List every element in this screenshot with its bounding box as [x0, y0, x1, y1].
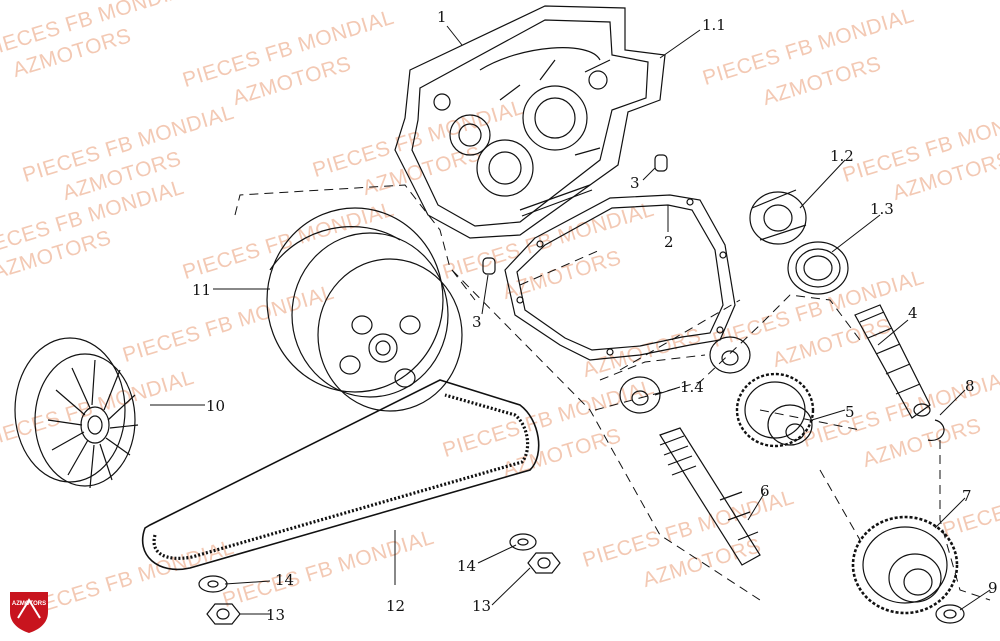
part-2-gasket [504, 194, 736, 361]
azmotors-logo [10, 592, 48, 633]
part-1-4-bearings [619, 336, 751, 414]
callout-part-6: 6 [760, 482, 770, 500]
callout-part-14-right: 14 [457, 557, 477, 575]
part-9-washer [935, 604, 965, 624]
logo-text: AZMOTORS [11, 601, 47, 607]
part-1-3-oil-seal [787, 241, 849, 295]
callout-part-1-2: 1.2 [830, 147, 854, 165]
callout-part-1-4: 1.4 [680, 378, 704, 396]
part-1-crankcase-cover [394, 5, 666, 239]
part-11-clutch-bell [266, 207, 463, 412]
callout-part-1-1: 1.1 [702, 16, 726, 34]
part-7-driven-gear [851, 515, 959, 615]
callout-part-1-3: 1.3 [870, 200, 894, 218]
part-10-drive-pulley [14, 337, 139, 489]
leader-lines [150, 25, 991, 615]
callout-part-10: 10 [206, 397, 226, 415]
callout-part-3-lower: 3 [472, 313, 482, 331]
part-8-circlip [927, 419, 945, 441]
part-5-gear [735, 372, 815, 448]
part-4-drive-shaft [854, 304, 931, 419]
part-1-2-bearing [749, 189, 807, 245]
assembly-axes [234, 184, 991, 601]
callout-part-5: 5 [845, 403, 855, 421]
callout-part-7: 7 [962, 487, 972, 505]
part-3-dowel-pins [482, 154, 668, 275]
callout-part-13-right: 13 [472, 597, 492, 615]
callout-part-14-left: 14 [275, 571, 295, 589]
part-13-14-nuts-washers [198, 533, 561, 625]
callout-part-12: 12 [386, 597, 406, 615]
callout-part-1: 1 [437, 8, 447, 26]
callout-part-2: 2 [664, 233, 674, 251]
callout-part-4: 4 [908, 304, 918, 322]
part-6-shaft [659, 427, 761, 566]
part-12-belt [141, 379, 540, 571]
callout-part-8: 8 [965, 377, 975, 395]
callout-part-3-upper: 3 [630, 174, 640, 192]
callout-part-9: 9 [988, 579, 998, 597]
callout-part-11: 11 [192, 281, 212, 299]
callout-part-13-left: 13 [266, 606, 286, 624]
